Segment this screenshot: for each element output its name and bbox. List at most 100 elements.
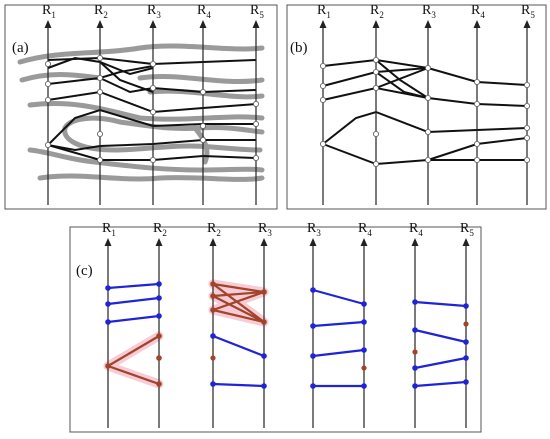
node-c2-b3 xyxy=(261,383,267,389)
segment-c2-r3 xyxy=(212,308,265,324)
node-c2-r3 xyxy=(261,289,267,295)
ridge-label-c1-r: R3 xyxy=(258,221,272,238)
node-b-2 xyxy=(319,97,326,104)
node-b-3 xyxy=(319,140,326,147)
axis-arrow-b-1 xyxy=(319,20,327,28)
ridge-label-c1-l: R2 xyxy=(207,221,221,238)
segment-c2-r1 xyxy=(212,290,265,298)
node-a-7 xyxy=(97,130,104,137)
panel-a-label: (a) xyxy=(12,40,29,56)
segment-c1-r1 xyxy=(107,364,160,386)
panel-c-segments xyxy=(107,282,467,388)
segment-b-3 xyxy=(375,59,429,99)
node-c2-x0 xyxy=(210,355,216,361)
node-c1-b4 xyxy=(156,295,162,301)
axis-arrow-a-5 xyxy=(252,20,260,28)
ridge-label-c0-r: R2 xyxy=(153,221,167,238)
node-b-19 xyxy=(524,125,531,132)
node-a-15 xyxy=(199,136,206,143)
node-b-6 xyxy=(372,85,379,92)
panel-c-border xyxy=(69,226,482,433)
node-c4-b2 xyxy=(412,327,418,333)
segment-a-2 xyxy=(47,65,154,85)
segment-c1-b2 xyxy=(107,314,160,324)
node-c1-b3 xyxy=(156,281,162,287)
node-b-15 xyxy=(473,140,480,147)
node-a-9 xyxy=(149,61,156,68)
node-b-10 xyxy=(424,95,431,102)
segment-c1-b1 xyxy=(107,296,160,306)
node-a-10 xyxy=(149,85,156,92)
node-a-12 xyxy=(149,156,156,163)
node-a-2 xyxy=(45,97,52,104)
node-c3-b7 xyxy=(361,383,367,389)
node-b-16 xyxy=(473,156,480,163)
node-c3-b0 xyxy=(310,287,316,293)
segment-a-6 xyxy=(47,108,256,146)
node-c3-x0 xyxy=(361,365,367,371)
segment-c2-r0 xyxy=(212,282,265,294)
node-c4-x1 xyxy=(412,349,418,355)
node-c3-b2 xyxy=(310,323,316,329)
axis-arrow-b-5 xyxy=(523,20,531,28)
node-b-9 xyxy=(424,65,431,72)
axis-arrow-c0-r xyxy=(155,238,163,246)
node-b-5 xyxy=(372,69,379,76)
panel-c-label: (c) xyxy=(76,263,93,279)
node-b-13 xyxy=(473,79,480,86)
node-c4-b6 xyxy=(412,383,418,389)
panel-b-border xyxy=(286,4,547,210)
segment-c1-r0 xyxy=(107,335,160,367)
node-b-8 xyxy=(372,160,379,167)
panel-b-label: (b) xyxy=(290,40,308,56)
segment-c2-b0 xyxy=(212,334,265,358)
node-b-7 xyxy=(372,130,379,137)
node-c4-b1 xyxy=(463,303,469,309)
ridge-label-c0-l: R1 xyxy=(102,221,116,238)
axis-arrow-c2-r xyxy=(360,238,368,246)
node-b-17 xyxy=(524,82,531,89)
segment-c3-b1 xyxy=(312,320,365,328)
node-c4-b5 xyxy=(463,355,469,361)
node-c4-b4 xyxy=(412,365,418,371)
node-a-4 xyxy=(97,55,104,62)
segment-c4-b0 xyxy=(414,300,467,308)
node-c2-b1 xyxy=(261,353,267,359)
axis-arrow-b-4 xyxy=(473,20,481,28)
node-c2-r4 xyxy=(261,319,267,325)
segment-c2-r4 xyxy=(212,290,265,312)
axis-arrow-a-1 xyxy=(44,20,52,28)
node-b-0 xyxy=(319,63,326,70)
node-c2-r0 xyxy=(210,281,216,287)
segment-a-8 xyxy=(47,139,256,152)
node-b-4 xyxy=(372,57,379,64)
graph-nodes xyxy=(45,55,531,389)
axis-arrow-c0-l xyxy=(104,238,112,246)
node-c2-r1 xyxy=(210,293,216,299)
node-c1-r1 xyxy=(156,333,162,339)
node-a-16 xyxy=(252,101,259,108)
node-c1-b2 xyxy=(105,319,111,325)
node-c3-b5 xyxy=(361,347,367,353)
node-b-20 xyxy=(524,134,531,141)
node-c1-b5 xyxy=(156,313,162,319)
node-a-11 xyxy=(149,109,156,116)
axis-arrow-c1-l xyxy=(209,238,217,246)
node-c4-b7 xyxy=(463,379,469,385)
node-a-1 xyxy=(45,81,52,88)
ridge-label-c2-l: R3 xyxy=(307,221,321,238)
segment-b-5 xyxy=(375,67,429,89)
axis-arrow-a-2 xyxy=(96,20,104,28)
node-a-3 xyxy=(45,141,52,148)
axis-arrow-b-2 xyxy=(372,20,380,28)
node-a-18 xyxy=(252,154,259,161)
node-c1-r3 xyxy=(156,381,162,387)
segment-c1-b0 xyxy=(107,282,160,290)
segment-c4-b1 xyxy=(414,328,467,344)
segment-c3-b2 xyxy=(312,348,365,358)
node-b-21 xyxy=(524,156,531,163)
axis-arrow-b-3 xyxy=(424,20,432,28)
segment-c4-b3 xyxy=(414,380,467,388)
segment-c2-b1 xyxy=(212,382,265,388)
